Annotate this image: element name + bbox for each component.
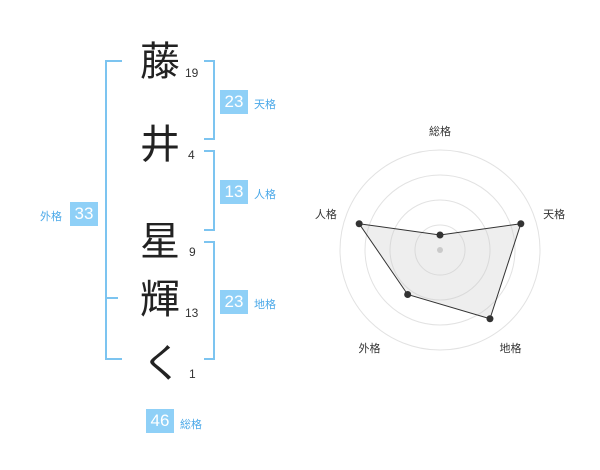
- radar-axis-label-1: 天格: [543, 207, 566, 221]
- radar-axis-label-2: 地格: [499, 342, 522, 356]
- tenkaku-label: 天格: [254, 98, 276, 111]
- name-char-5: く: [142, 341, 182, 387]
- gaikaku-label: 外格: [40, 210, 62, 223]
- chikaku-label: 地格: [254, 298, 276, 311]
- jinkaku-value: 13: [220, 180, 248, 204]
- radar-point-1: [517, 220, 525, 228]
- stroke-count-2: 4: [188, 148, 195, 162]
- name-char-1: 藤: [140, 39, 180, 85]
- chikaku-value: 23: [220, 290, 248, 314]
- radar-point-4: [355, 220, 363, 228]
- tenkaku-value: 23: [220, 90, 248, 114]
- radar-area: [358, 223, 522, 320]
- stroke-count-5: 1: [189, 367, 196, 381]
- name-char-4: 輝: [140, 277, 180, 323]
- stroke-count-1: 19: [185, 66, 199, 80]
- radar-ring-1: [414, 224, 466, 276]
- radar-center: [437, 247, 443, 253]
- radar-ring-4: [339, 149, 541, 351]
- name-char-3: 星: [140, 219, 180, 265]
- radar-point-2: [486, 315, 494, 323]
- radar-ring-3: [364, 174, 516, 326]
- gaikaku-value: 33: [70, 202, 98, 226]
- soukaku-label: 総格: [180, 418, 202, 431]
- stroke-count-3: 9: [189, 245, 196, 259]
- radar-axis-label-3: 外格: [358, 342, 381, 356]
- radar-point-0: [436, 231, 444, 239]
- stroke-count-4: 13: [185, 306, 199, 320]
- radar-point-3: [404, 290, 412, 298]
- name-char-2: 井: [140, 122, 180, 168]
- radar-ring-2: [389, 199, 491, 301]
- radar-axis-label-4: 人格: [314, 207, 337, 221]
- soukaku-value: 46: [146, 409, 174, 433]
- jinkaku-label: 人格: [254, 188, 276, 201]
- radar-axis-label-0: 総格: [429, 125, 451, 138]
